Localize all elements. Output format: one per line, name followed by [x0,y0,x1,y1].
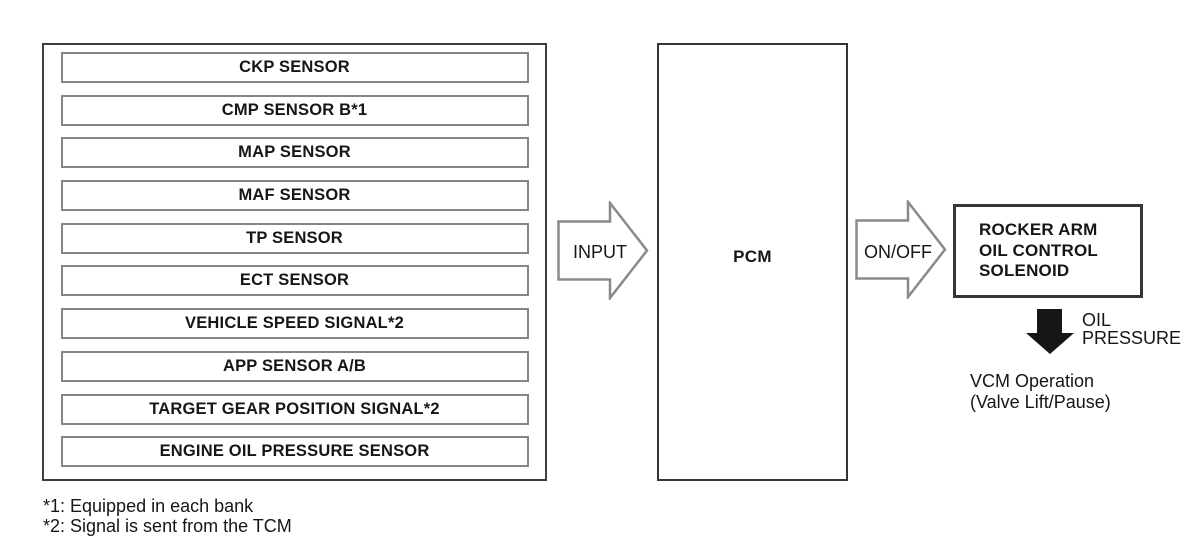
sensor-box-maf: MAF SENSOR [60,180,529,212]
oil-pressure-label: OIL PRESSURE [1082,310,1182,348]
footnote-2: *2: Signal is sent from the TCM [43,515,292,536]
footnotes: *1: Equipped in each bank *2: Signal is … [43,496,292,536]
sensor-input-group: CKP SENSOR CMP SENSOR B*1 MAP SENSOR MAF… [42,43,547,481]
on-off-arrow-icon [855,200,947,299]
sensor-box-vehicle-speed: VEHICLE SPEED SIGNAL*2 [60,308,529,340]
vcm-operation-label: VCM Operation (Valve Lift/Pause) [970,371,1111,413]
sensor-box-engine-oil-pressure: ENGINE OIL PRESSURE SENSOR [60,436,529,468]
input-arrow-icon [557,201,649,300]
sensor-box-target-gear-position: TARGET GEAR POSITION SIGNAL*2 [60,393,529,425]
vcm-operation-line-2: (Valve Lift/Pause) [970,392,1111,412]
solenoid-label-line-3: SOLENOID [979,261,1070,281]
oil-pressure-down-arrow-icon [1026,309,1074,354]
solenoid-label-line-1: ROCKER ARM [979,220,1098,240]
pcm-label: PCM [733,247,772,266]
sensor-box-ckp: CKP SENSOR [60,52,529,83]
sensor-box-app: APP SENSOR A/B [60,350,529,382]
footnote-1: *1: Equipped in each bank [43,496,254,516]
oil-pressure-line-2: PRESSURE [1082,327,1182,348]
oil-pressure-line-1: OIL [1082,310,1112,330]
rocker-arm-oil-control-solenoid-box: ROCKER ARM OIL CONTROL SOLENOID [953,204,1143,298]
sensor-box-tp: TP SENSOR [60,222,529,254]
input-arrow-label: INPUT [573,242,627,262]
sensor-box-ect: ECT SENSOR [60,265,529,297]
pcm-box: PCM [657,43,848,481]
on-off-arrow-label: ON/OFF [864,242,932,262]
vcm-operation-line-1: VCM Operation [970,371,1095,391]
sensor-box-cmp-b: CMP SENSOR B*1 [60,94,529,126]
sensor-box-map: MAP SENSOR [60,137,529,169]
solenoid-label-line-2: OIL CONTROL [979,240,1098,260]
